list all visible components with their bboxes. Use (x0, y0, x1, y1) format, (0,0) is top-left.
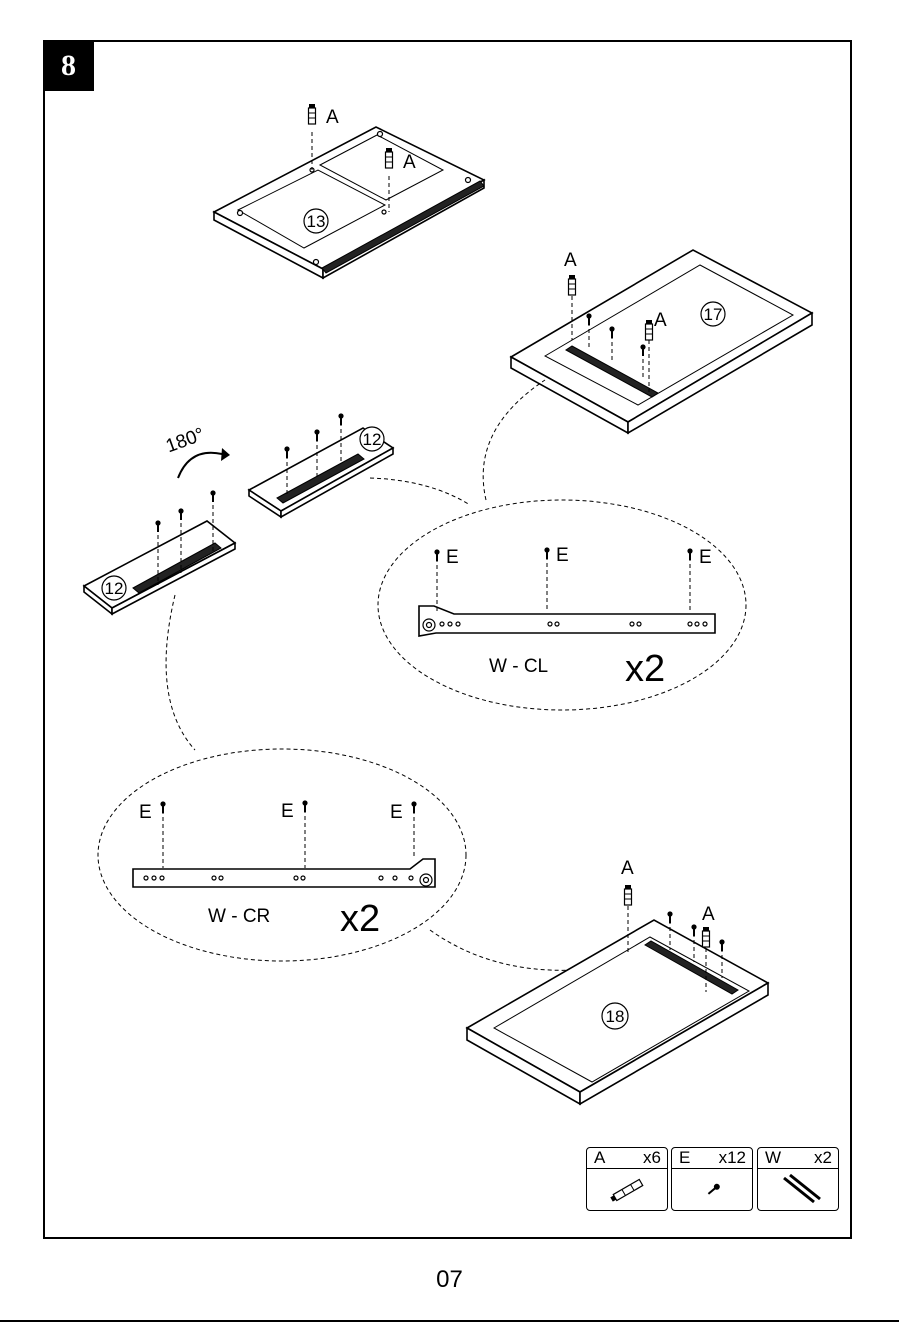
legend-qty: x12 (719, 1148, 746, 1168)
screw-label: E (556, 545, 569, 566)
panel-17-label: 17 (704, 305, 723, 324)
panel-13: 13 A A (214, 104, 484, 278)
dowel-label: A (326, 107, 339, 128)
screw-label: E (139, 802, 152, 823)
legend-letter: A (594, 1148, 605, 1168)
callout-right-rail: E E E W - CR x2 (98, 595, 600, 970)
legend-letter: W (765, 1148, 781, 1168)
right-rail-name: W - CR (208, 906, 270, 927)
legend-letter: E (679, 1148, 690, 1168)
screw-icon (672, 1169, 754, 1211)
dowel-label: A (564, 250, 577, 271)
panel-12-label: 12 (105, 579, 124, 598)
left-rail-qty: x2 (625, 648, 665, 690)
dowel-label: A (702, 904, 715, 925)
dowel-label: A (654, 310, 667, 331)
page-number: 07 (0, 1266, 899, 1294)
panel-12-label: 12 (363, 430, 382, 449)
rail-icon (758, 1169, 840, 1211)
rotation-label: 180° (163, 424, 207, 457)
dowel-icon (587, 1169, 669, 1211)
screw-label: E (699, 547, 712, 568)
screw-label: E (390, 802, 403, 823)
page-divider (0, 1320, 899, 1322)
dowel-label: A (621, 858, 634, 879)
legend-qty: x6 (643, 1148, 661, 1168)
callout-left-rail: E E E W - CL x2 (370, 380, 746, 710)
panel-18: A A 18 (467, 858, 768, 1104)
rotation-arrow: 180° (163, 424, 230, 478)
panel-18-label: 18 (606, 1007, 625, 1026)
legend-qty: x2 (814, 1148, 832, 1168)
screw-label: E (446, 547, 459, 568)
panel-12-rotated: 12 (249, 413, 393, 517)
right-rail-qty: x2 (340, 898, 380, 940)
dowel-label: A (403, 152, 416, 173)
screw-label: E (281, 801, 294, 822)
panel-17: A A 17 (511, 250, 812, 433)
panel-12: 12 (84, 490, 235, 614)
panel-13-label: 13 (307, 212, 326, 231)
left-rail-name: W - CL (489, 656, 548, 677)
